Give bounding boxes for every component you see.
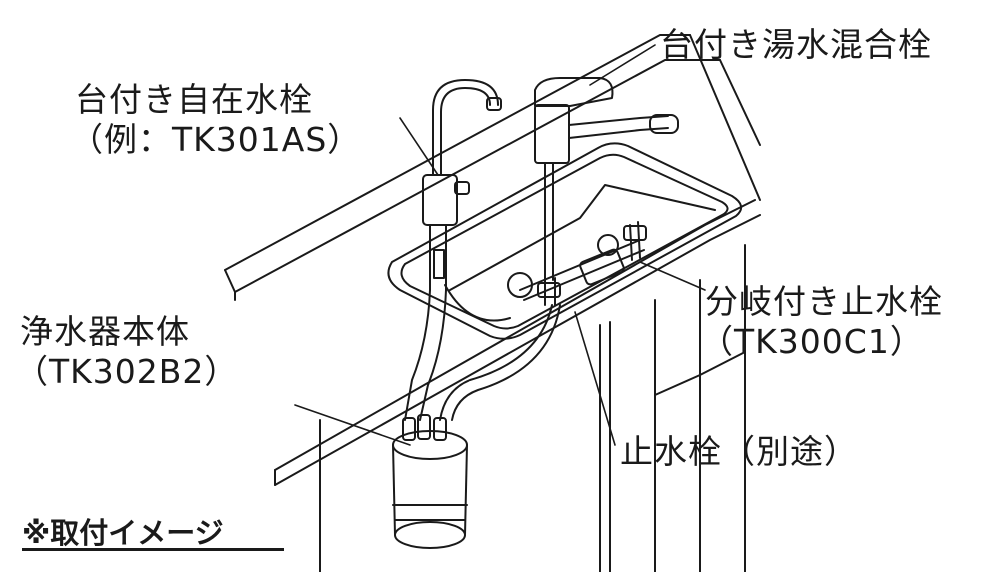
branch-valve [507,221,647,306]
mixing-faucet [534,77,679,281]
free-faucet-example-label: （例：TK301AS） [70,120,362,159]
hoses [404,289,561,421]
note-underline [22,548,284,551]
installation-image-note: ※取付イメージ [22,516,224,550]
purifier-model-label: （TK302B2） [15,352,239,391]
sink-basin [387,142,743,340]
purifier-body [392,414,468,549]
cabinet [319,244,746,572]
branch-valve-model-label: （TK300C1） [700,322,924,361]
stop-valve-label: 止水栓（別途） [620,432,858,471]
leader-lines [294,44,706,446]
mixing-faucet-label: 台付き湯水混合栓 [660,25,932,64]
free-faucet [422,79,502,291]
free-faucet-label: 台付き自在水栓 [75,80,313,119]
purifier-body-label: 浄水器本体 [20,312,190,351]
branch-valve-label: 分岐付き止水栓 [705,282,943,321]
